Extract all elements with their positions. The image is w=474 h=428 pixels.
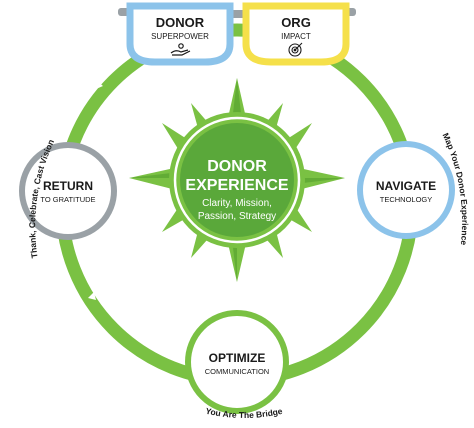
chevron-icon: [378, 84, 386, 91]
chevron-icon: [88, 292, 96, 300]
target-icon: [288, 42, 303, 57]
return-subtitle: TO GRATITUDE: [40, 195, 95, 204]
return-node: [19, 142, 117, 240]
optimize-node: [185, 310, 289, 414]
org-lens: [242, 2, 350, 66]
donor-subtitle: SUPERPOWER: [151, 32, 209, 41]
center-sub-line1: Clarity, Mission,: [202, 198, 272, 209]
compass-inner-ring: [173, 116, 301, 244]
optimize-title: OPTIMIZE: [209, 351, 266, 365]
center-title-line1: DONOR: [207, 158, 267, 175]
ring-chevrons: [88, 81, 386, 300]
donor-lens: [126, 2, 234, 66]
compass-center: [180, 123, 294, 237]
glasses: [118, 2, 356, 66]
navigate-subtitle: TECHNOLOGY: [380, 195, 433, 204]
compass-star: [129, 78, 345, 282]
hands-offering-icon: [170, 43, 191, 56]
navigate-node: [357, 141, 455, 239]
org-subtitle: IMPACT: [281, 32, 311, 41]
optimize-subtitle: COMMUNICATION: [205, 367, 269, 376]
chevron-icon: [368, 290, 376, 297]
arc-label-bottom-text: You Are The Bridge: [205, 406, 284, 420]
return-title: RETURN: [43, 179, 93, 193]
org-title: ORG: [281, 15, 311, 30]
center-sub-line2: Passion, Strategy: [198, 211, 276, 222]
navigate-title: NAVIGATE: [376, 179, 436, 193]
chevron-icon: [96, 81, 103, 89]
arc-label-bottom: You Are The Bridge: [205, 406, 284, 420]
center-title-line2: EXPERIENCE: [185, 177, 288, 194]
donor-title: DONOR: [156, 15, 205, 30]
